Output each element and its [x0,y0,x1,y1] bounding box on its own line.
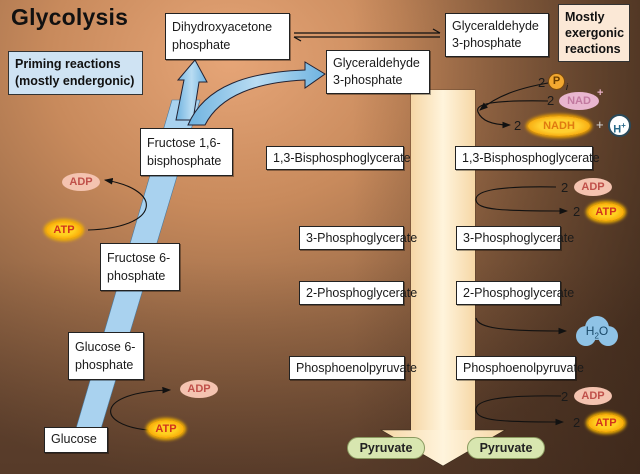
metabolite-g3p-left-line1: Glyceraldehyde [333,56,420,70]
metabolite-g3p-left: Glyceraldehyde 3-phosphate [326,50,430,94]
reaction-curve-enolase [475,317,568,335]
water-label: H2O [585,324,609,341]
adp-icon-pgk: ADP [574,178,612,196]
metabolite-glucose-line1: Glucose [51,432,97,446]
metabolite-glucose-6-phosphate-line2: phosphate [75,358,134,372]
reaction-curve-g3p-dehydrogenase [479,82,549,111]
metabolite-dhap-line1: Dihydroxyacetone [172,20,273,34]
adp-icon-priming-2: ADP [62,173,100,191]
coefficient-nad: 2 [547,93,555,108]
equilibrium-reverse-head [293,36,302,42]
water-o: O [598,324,609,338]
metabolite-right-1-3-bisphosphoglycerate: 1,3-Bisphosphoglycerate [455,146,600,170]
equilibrium-forward-head [432,28,441,34]
nad-superscript: + [597,87,604,99]
atp-icon-pk: ATP [588,414,624,432]
metabolite-g3p-left-line2: 3-phosphate [333,73,403,87]
priming-label-line2: (mostly endergonic) [15,74,135,88]
metabolite-g3p-right-line2: 3-phosphate [452,36,522,50]
reaction-curve-pgk [475,186,569,215]
exergonic-label: Mostly exergonic reactions [558,4,630,62]
exergonic-label-line3: reactions [565,42,621,56]
coefficient-atp-pk: 2 [573,415,581,430]
exergonic-label-line1: Mostly [565,10,605,24]
metabolite-g3p-right: Glyceraldehyde 3-phosphate [445,13,549,57]
atp-icon-priming-2: ATP [46,221,82,239]
water-molecule-shape [576,316,618,346]
coefficient-nadh: 2 [514,118,522,133]
nadh-icon: NADH [528,116,590,136]
metabolite-fructose-1-6-bisphosphate-line2: bisphosphate [147,154,222,168]
atp-icon-pgk: ATP [588,203,624,221]
coefficient-adp-pk: 2 [561,389,569,404]
reaction-curve-pyruvate-kinase [475,395,565,426]
reaction-curve-hexokinase [110,386,172,431]
proton-letter: H [613,123,622,136]
phosphate-subscript: i [566,82,568,92]
metabolite-left-3-phosphoglycerate: 3-Phosphoglycerate [299,226,417,250]
water-h: H [585,324,595,338]
metabolite-right-2-phosphoglycerate: 2-Phosphoglycerate [456,281,574,305]
diagram-title: Glycolysis [11,4,129,30]
nad-icon: NAD [559,92,599,110]
adp-icon-pk: ADP [574,387,612,405]
priming-label: Priming reactions (mostly endergonic) [8,51,143,95]
atp-icon-priming-1: ATP [148,420,184,438]
proton-icon: H+ [608,114,631,137]
product-pyruvate-left: Pyruvate [347,437,425,459]
priming-label-line1: Priming reactions [15,57,121,71]
coefficient-adp-pgk: 2 [561,180,569,195]
plus-sign: + [596,117,604,132]
metabolite-fructose-6-phosphate: Fructose 6- phosphate [100,243,180,291]
arrow-to-g3p [187,61,326,126]
metabolite-glucose-6-phosphate: Glucose 6- phosphate [68,332,144,380]
metabolite-fructose-6-phosphate-line1: Fructose 6- [107,251,171,265]
water-subscript: 2 [594,331,599,341]
reaction-curve-nad [477,100,549,129]
metabolite-fructose-1-6-bisphosphate: Fructose 1,6- bisphosphate [140,128,233,176]
metabolite-left-2-phosphoglycerate: 2-Phosphoglycerate [299,281,417,305]
coefficient-pi: 2 [538,75,546,90]
metabolite-left-phosphoenolpyruvate: Phosphoenolpyruvate [289,356,417,380]
metabolite-left-1-3-bisphosphoglycerate: 1,3-Bisphosphoglycerate [266,146,411,170]
reaction-curve-pfk [87,178,147,231]
metabolite-fructose-1-6-bisphosphate-line1: Fructose 1,6- [147,136,221,150]
metabolite-dhap: Dihydroxyacetone phosphate [165,13,290,60]
coefficient-atp-pgk: 2 [573,204,581,219]
product-pyruvate-right: Pyruvate [467,437,545,459]
adp-icon-priming-1: ADP [180,380,218,398]
metabolite-glucose-6-phosphate-line1: Glucose 6- [75,340,136,354]
exergonic-label-line2: exergonic [565,26,625,40]
phosphate-icon: P [548,73,565,90]
metabolite-right-3-phosphoglycerate: 3-Phosphoglycerate [456,226,574,250]
metabolite-right-phosphoenolpyruvate: Phosphoenolpyruvate [456,356,584,380]
phosphate-letter: P [552,75,561,87]
proton-superscript: + [621,121,626,130]
metabolite-fructose-6-phosphate-line2: phosphate [107,269,166,283]
metabolite-glucose: Glucose [44,427,108,453]
metabolite-dhap-line2: phosphate [172,38,231,52]
water-icon: H2O [574,314,620,348]
metabolite-g3p-right-line1: Glyceraldehyde [452,19,539,33]
